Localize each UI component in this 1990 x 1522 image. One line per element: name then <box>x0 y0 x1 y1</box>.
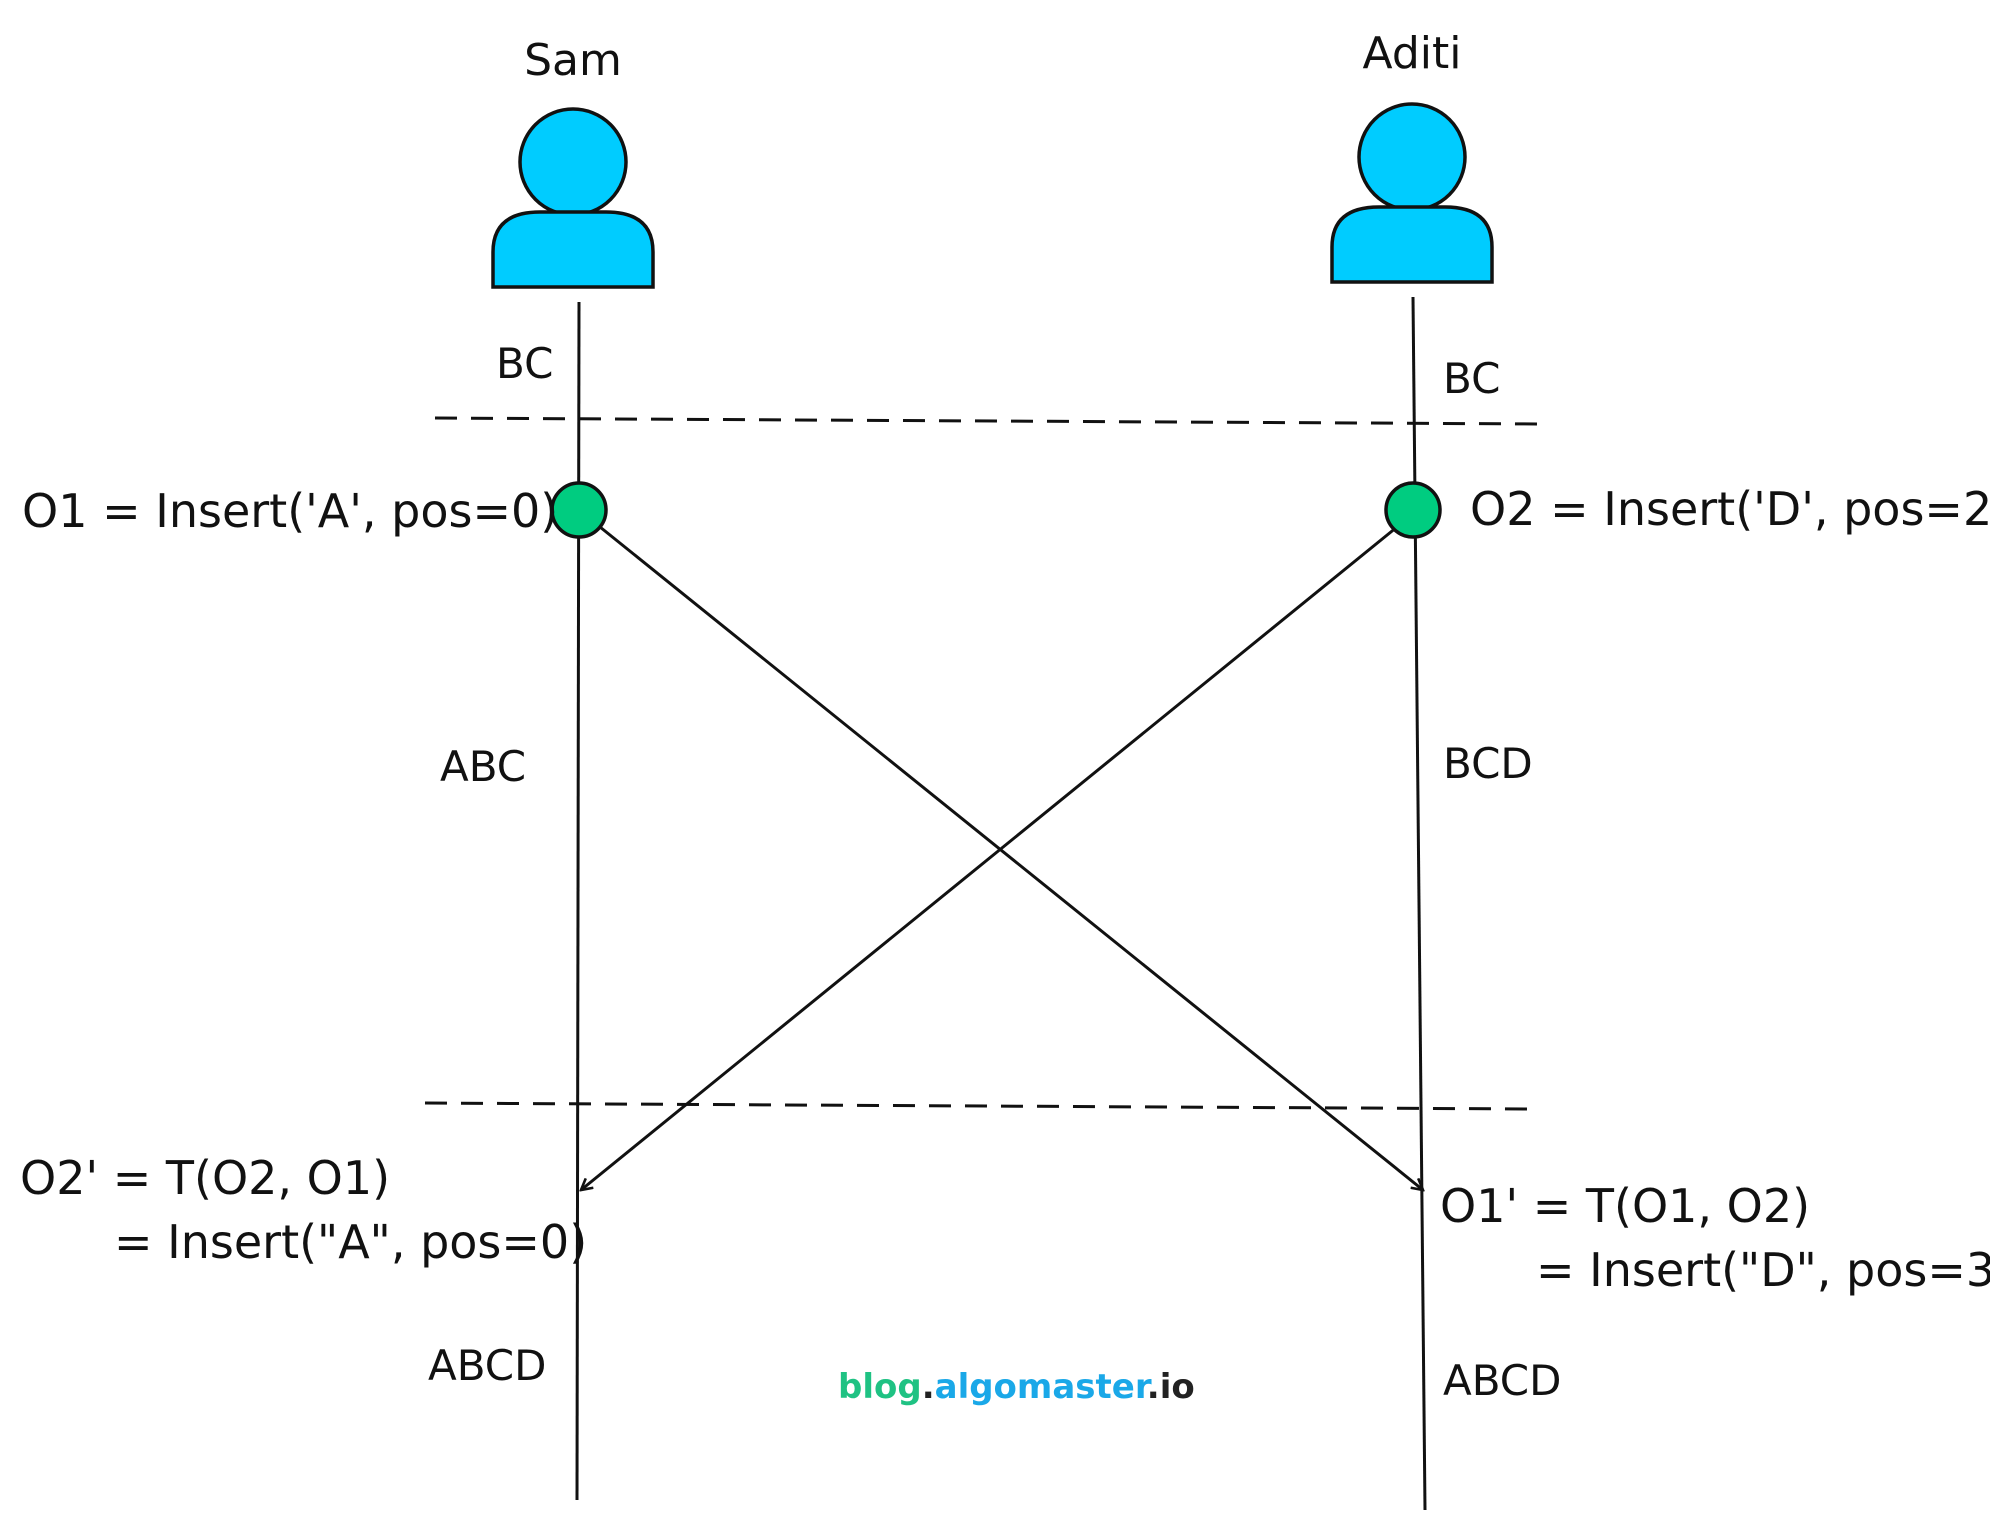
sync-line-top <box>434 416 1546 426</box>
aditi-final-state: ABCD <box>1443 1356 1561 1405</box>
sam-initial-state: BC <box>496 339 553 388</box>
watermark-blog: blog <box>838 1367 922 1407</box>
participant-name-aditi: Aditi <box>1363 28 1462 79</box>
aditi-transform-line-2: = Insert("D", pos=3) <box>1536 1243 1990 1297</box>
watermark-text: blog.algomaster.io <box>838 1367 1195 1407</box>
aditi-initial-state: BC <box>1443 354 1500 403</box>
watermark-dot: . <box>1147 1367 1160 1407</box>
user-avatar-icon <box>491 107 655 289</box>
sync-line-bottom <box>424 1101 1536 1111</box>
op-node-o2 <box>1384 481 1442 539</box>
sam-final-state: ABCD <box>428 1341 546 1390</box>
user-avatar-icon <box>1330 102 1494 284</box>
sam-state-after-op: ABC <box>440 742 526 791</box>
arrow-o1-to-aditi <box>599 525 1423 1190</box>
aditi-state-after-op: BCD <box>1443 739 1533 788</box>
sam-transform-line-2: = Insert("A", pos=0) <box>114 1215 587 1269</box>
sam-transform-line-1: O2' = T(O2, O1) <box>20 1151 390 1205</box>
watermark-algomaster: algomaster <box>935 1367 1152 1407</box>
lifeline-aditi <box>1411 296 1427 1511</box>
participant-name-sam: Sam <box>524 35 622 86</box>
arrow-o2-to-sam <box>581 525 1398 1190</box>
watermark-dot: . <box>922 1367 935 1407</box>
aditi-transform-line-1: O1' = T(O1, O2) <box>1440 1179 1810 1233</box>
op-node-o1 <box>550 481 608 539</box>
aditi-operation-label: O2 = Insert('D', pos=2) <box>1470 482 1990 536</box>
sam-operation-label: O1 = Insert('A', pos=0) <box>22 484 558 538</box>
watermark-io: io <box>1160 1367 1195 1407</box>
